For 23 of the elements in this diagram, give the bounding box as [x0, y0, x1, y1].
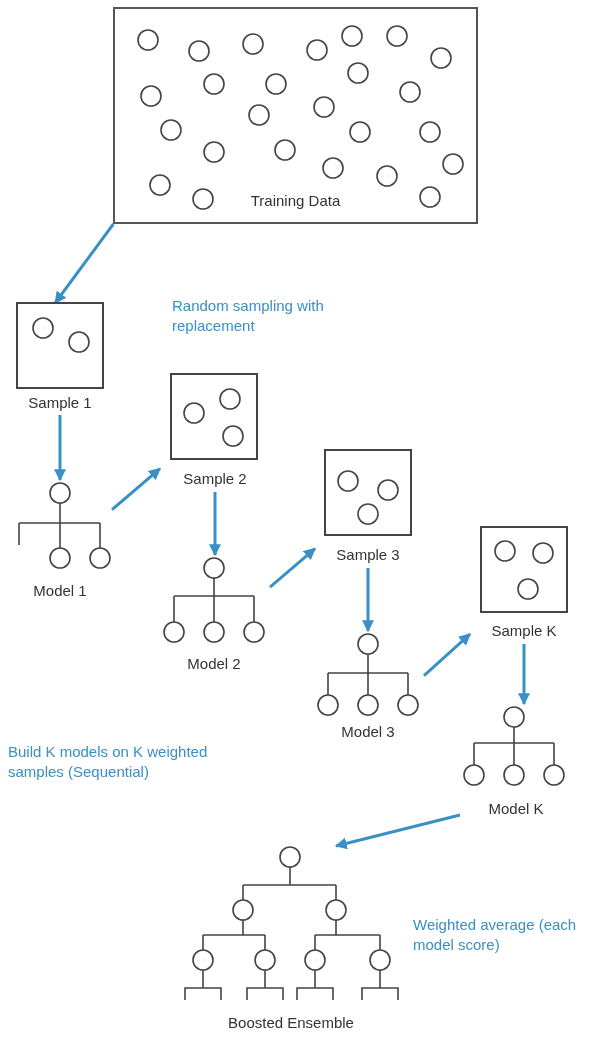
arrow: [111, 467, 161, 511]
arrow: [518, 644, 530, 706]
annotation-text: Build K models on K weighted samples (Sequential): [8, 742, 209, 782]
arrow: [54, 415, 66, 482]
arrow: [423, 632, 471, 677]
arrow: [53, 223, 115, 304]
arrow: [269, 547, 316, 589]
data-label: Training Data: [250, 192, 341, 210]
sample-label: Sample 1: [28, 394, 92, 412]
arrow: [334, 813, 461, 850]
sample-label: Sample 2: [183, 470, 247, 488]
annotation-text: Weighted average (each model score): [413, 915, 578, 955]
model-label: Model K: [488, 800, 544, 818]
model-label: Boosted Ensemble: [228, 1014, 354, 1032]
annotation-text: Random sampling with replacement: [172, 296, 325, 336]
model-label: Model 1: [33, 582, 87, 600]
sample-label: Sample K: [491, 622, 557, 640]
arrow: [362, 568, 374, 633]
model-label: Model 3: [341, 723, 395, 741]
data-box: [113, 7, 478, 224]
model-label: Model 2: [187, 655, 241, 673]
arrow: [209, 492, 221, 557]
sample-label: Sample 3: [336, 546, 400, 564]
